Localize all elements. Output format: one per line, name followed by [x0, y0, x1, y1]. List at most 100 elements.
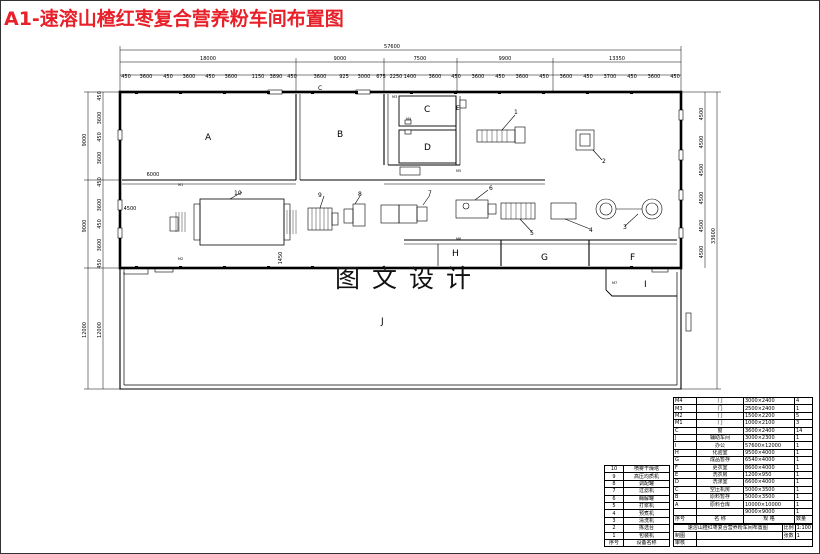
door-code-6: M6	[456, 237, 461, 241]
equip-label-6: 6	[489, 185, 493, 192]
cell: 调配罐	[623, 479, 670, 489]
dim-span-16: 3600	[429, 74, 442, 80]
dim-right-1: 4500	[699, 108, 705, 121]
cell: 酶解罐	[623, 494, 670, 503]
room-label-d: D	[424, 143, 431, 153]
dim-seg-3: 7500	[414, 56, 427, 62]
scale-label-cell: 比例	[781, 523, 796, 533]
cell: E	[673, 470, 697, 480]
cell: 10000×10000	[743, 500, 795, 509]
cell: 原料仓库	[696, 500, 744, 509]
cell: 2500×2400	[743, 404, 795, 413]
cell: 成品暂存	[696, 456, 744, 465]
room-label-i: I	[644, 280, 647, 290]
dim-right-5: 4500	[699, 220, 705, 233]
cell: 1	[794, 456, 813, 465]
equip-label-9: 9	[318, 192, 322, 199]
dim-left-5: 450	[97, 177, 103, 187]
cell: 6600×4000	[743, 478, 795, 487]
dim-span-26: 3600	[648, 74, 661, 80]
dim-left-3: 450	[97, 132, 103, 142]
dim-inner-6000: 6000	[147, 172, 160, 178]
cell: C	[673, 485, 697, 495]
cell	[673, 507, 697, 517]
dim-left-9000b: 9000	[82, 220, 88, 233]
header-cell: 设备名称	[623, 538, 670, 548]
dim-span-27: 450	[670, 74, 680, 80]
cell: D	[673, 478, 697, 487]
cell: 空压机房	[696, 485, 744, 495]
dim-span-12: 3000	[358, 74, 371, 80]
empty-cell	[696, 531, 783, 540]
cell: B	[673, 493, 697, 502]
sheet-label-cell: 张数	[781, 531, 796, 540]
cell: 3	[604, 516, 624, 526]
cell: 1200×950	[743, 470, 795, 480]
cell: 3	[794, 419, 813, 428]
cell: 更衣室	[696, 463, 744, 472]
dim-span-18: 3600	[472, 74, 485, 80]
cell: 1	[794, 404, 813, 413]
cell: 9500×4000	[743, 448, 795, 458]
cell: 8600×4000	[743, 463, 795, 472]
dim-span-23: 450	[583, 74, 593, 80]
door-code-2: M2	[178, 257, 183, 261]
cell: 窗	[696, 426, 744, 435]
dim-span-1: 450	[121, 74, 131, 80]
cell	[696, 507, 744, 517]
dim-left-9000a: 9000	[82, 134, 88, 147]
cell: 8	[604, 479, 624, 489]
dim-span-25: 450	[627, 74, 637, 80]
cell: 3000×2400	[743, 396, 795, 406]
equip-label-5: 5	[530, 230, 534, 237]
dim-span-20: 3600	[516, 74, 529, 80]
dim-span-19: 450	[495, 74, 505, 80]
dim-span-14: 2250	[390, 74, 403, 80]
table-row: 速溶山楂红枣复合营养粉车间布置图 比例 1:100	[673, 523, 814, 533]
dim-right-2: 4500	[699, 136, 705, 149]
cell: I	[673, 441, 697, 450]
cell: 1	[794, 448, 813, 458]
cell: 14	[794, 426, 813, 435]
cell: 1	[794, 493, 813, 502]
dim-left-10: 12000	[97, 322, 103, 338]
dim-span-4: 3600	[183, 74, 196, 80]
row-label-cell: 制图	[673, 531, 697, 540]
door-code-3: M3	[392, 95, 397, 99]
dim-inner-1450: 1450	[278, 252, 284, 265]
header-cell: 序号	[673, 515, 697, 524]
scale-value-cell: 1:100	[794, 523, 814, 533]
row-label-cell: 审核	[673, 538, 697, 548]
equip-label-3: 3	[623, 224, 627, 231]
room-label-j: J	[380, 317, 384, 327]
cell: 3600×2400	[743, 426, 795, 435]
cell: 7	[604, 487, 624, 496]
dim-seg-4: 9900	[499, 56, 512, 62]
room-label-f: F	[630, 253, 635, 263]
dim-span-13: 675	[376, 74, 386, 80]
cell: 打浆机	[623, 501, 670, 511]
title-block: 速溶山楂红枣复合营养粉车间布置图 比例 1:100 制图 张数 1 审核	[673, 523, 814, 548]
dim-right-4: 4500	[699, 192, 705, 205]
cell: H	[673, 448, 697, 458]
dim-span-5: 450	[205, 74, 215, 80]
cell: 拣选台	[623, 524, 670, 533]
cell: 过滤机	[623, 487, 670, 496]
cell: 6	[604, 494, 624, 503]
dim-left-12000: 12000	[82, 322, 88, 338]
door-code-5: M5	[456, 169, 461, 173]
empty-cell	[696, 538, 813, 548]
dim-right-3: 4500	[699, 164, 705, 177]
cell: G	[673, 456, 697, 465]
